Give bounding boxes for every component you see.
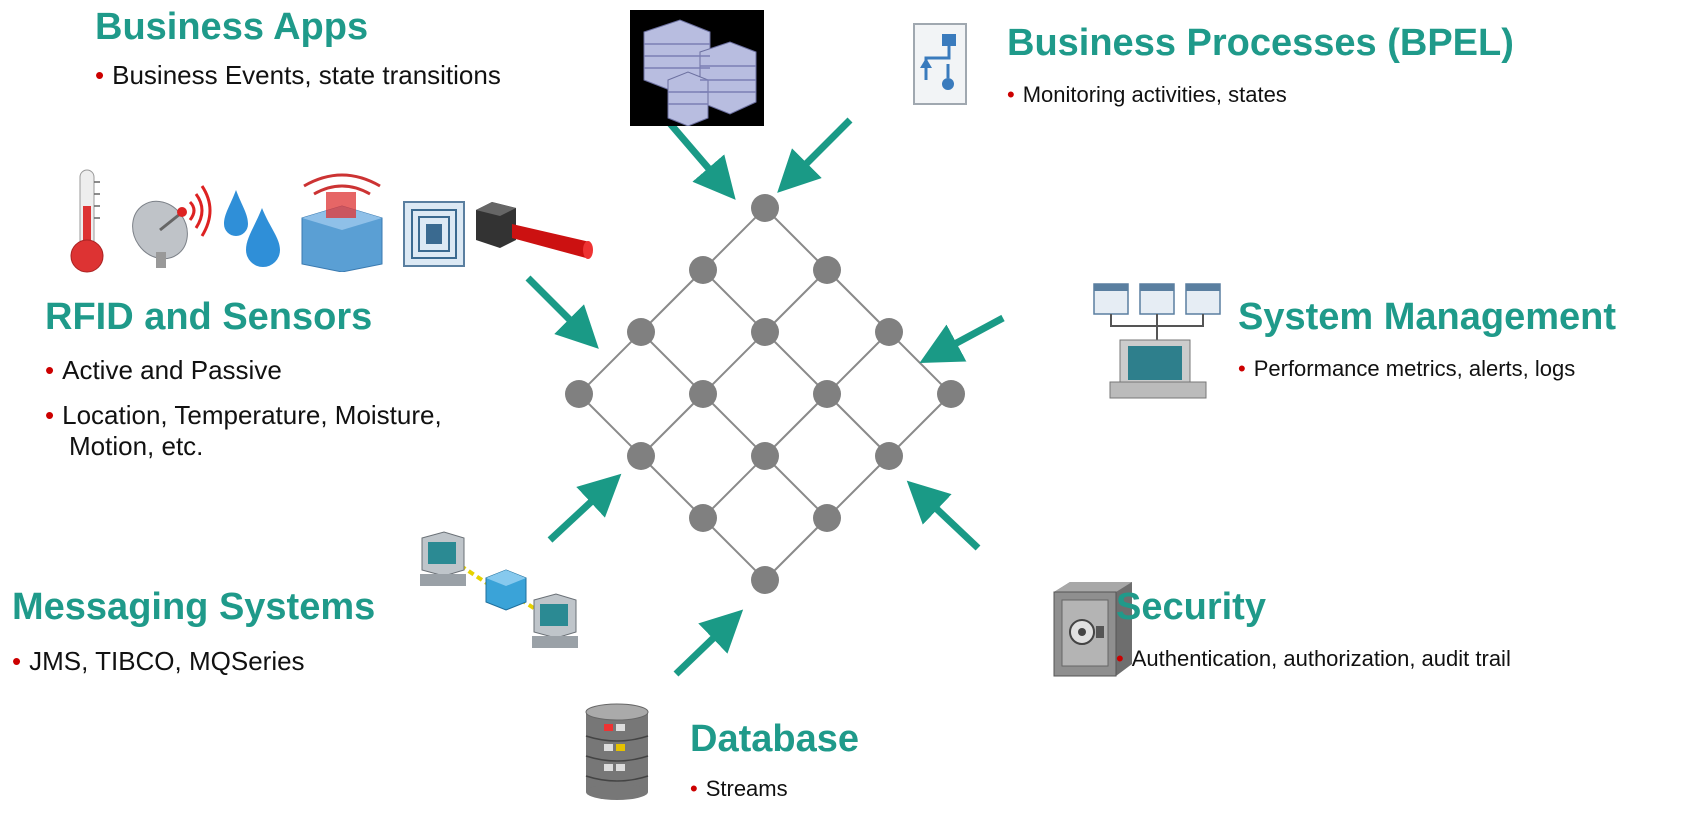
networked-computers-icon — [416, 530, 584, 659]
database-bullet: •Streams — [690, 776, 788, 801]
security-arrow — [906, 480, 981, 551]
lattice-edge — [702, 331, 766, 395]
messaging-bullet: •JMS, TIBCO, MQSeries — [12, 646, 305, 676]
lattice-edge — [764, 207, 828, 271]
network-node — [565, 380, 593, 408]
network-node — [751, 442, 779, 470]
network-node — [751, 318, 779, 346]
network-node — [813, 504, 841, 532]
satellite-dish-icon — [130, 180, 216, 275]
network-node — [813, 256, 841, 284]
network-node — [875, 442, 903, 470]
lattice-edge — [826, 393, 890, 457]
rfid-tag-icon — [402, 200, 466, 273]
security-bullet: •Authentication, authorization, audit tr… — [1116, 646, 1511, 671]
lattice-edge — [764, 269, 828, 333]
lattice-edge — [888, 393, 952, 457]
lattice-edge — [702, 207, 766, 271]
lattice-edge — [764, 517, 828, 581]
network-node — [689, 504, 717, 532]
rfid-arrow — [525, 275, 599, 349]
network-node — [937, 380, 965, 408]
lattice-edge — [702, 517, 766, 581]
lattice-edge — [702, 455, 766, 519]
lattice-edge — [826, 331, 890, 395]
network-node — [627, 318, 655, 346]
business-apps-title: Business Apps — [95, 6, 369, 48]
rfid-reader-icon — [296, 168, 388, 277]
business-apps-bullet: •Business Events, state transitions — [95, 60, 501, 90]
lattice-edge — [888, 331, 952, 395]
network-node — [689, 256, 717, 284]
rfid-title: RFID and Sensors — [45, 296, 373, 338]
lattice-edge — [578, 331, 642, 395]
lattice-edge — [702, 393, 766, 457]
security-title: Security — [1116, 586, 1266, 628]
database-title: Database — [690, 718, 859, 760]
laser-scanner-icon — [472, 198, 594, 269]
database-arrow — [673, 609, 744, 677]
network-node — [689, 380, 717, 408]
lattice-edge — [826, 455, 890, 519]
rfid-bullet-1: •Active and Passive — [45, 355, 282, 385]
process-flow-icon — [912, 22, 968, 111]
rfid-bullet-2: •Location, Temperature, Moisture,Motion,… — [45, 400, 442, 462]
monitored-computer-icon — [1090, 282, 1226, 407]
lattice-edge — [640, 269, 704, 333]
messaging-arrow — [547, 473, 622, 543]
network-node — [875, 318, 903, 346]
lattice-edge — [764, 331, 828, 395]
network-node — [627, 442, 655, 470]
lattice-edge — [764, 455, 828, 519]
lattice-edge — [764, 393, 828, 457]
safe-icon — [1048, 578, 1138, 687]
lattice-edge — [640, 331, 704, 395]
system-management-title: System Management — [1238, 296, 1617, 338]
lattice-edge — [826, 269, 890, 333]
water-drops-icon — [222, 186, 284, 275]
network-node — [751, 566, 779, 594]
lattice-edge — [640, 455, 704, 519]
messaging-title: Messaging Systems — [12, 586, 376, 628]
database-icon — [582, 702, 652, 807]
thermometer-icon — [64, 166, 110, 281]
lattice-edge — [640, 393, 704, 457]
system-management-arrow — [919, 314, 1005, 363]
network-node — [813, 380, 841, 408]
bpel-title: Business Processes (BPEL) — [1007, 22, 1514, 64]
bpel-bullet: •Monitoring activities, states — [1007, 82, 1287, 107]
lattice-edge — [578, 393, 642, 457]
system-management-bullet: •Performance metrics, alerts, logs — [1238, 356, 1576, 381]
bpel-arrow — [777, 117, 853, 193]
lattice-edge — [702, 269, 766, 333]
office-buildings-icon — [630, 10, 764, 131]
network-node — [751, 194, 779, 222]
